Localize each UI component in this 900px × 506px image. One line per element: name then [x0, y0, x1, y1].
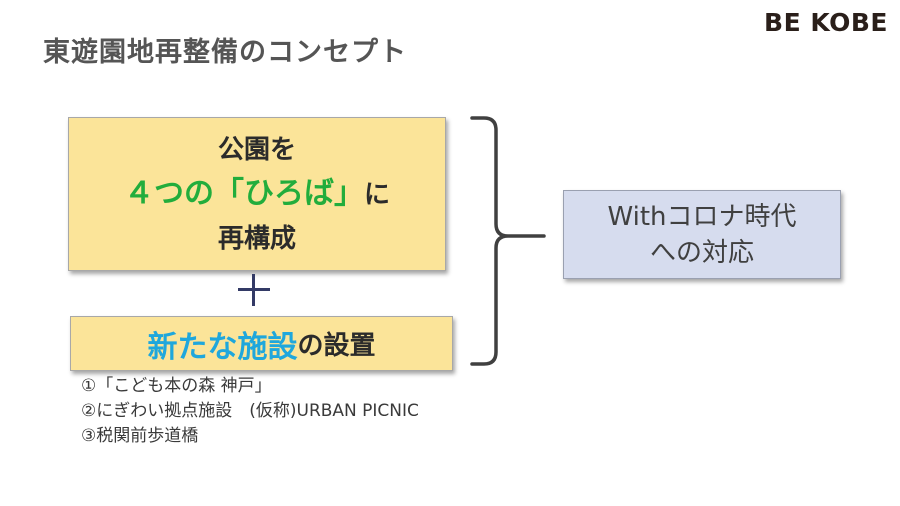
- concept-highlight: ４つの「ひろば」: [123, 175, 364, 211]
- concept-line-3: 再構成: [217, 223, 296, 254]
- concept-line-1: 公園を: [217, 134, 296, 165]
- brand-logo: BE KOBE: [764, 8, 888, 37]
- list-item: ③税関前歩道橋: [81, 426, 199, 446]
- result-line-2: への対応: [649, 237, 754, 268]
- facility-list: ①「こども本の森 神戸」 ②にぎわい拠点施設 (仮称)URBAN PICNIC …: [81, 374, 419, 449]
- concept-line-2: ４つの「ひろば」に: [124, 171, 390, 218]
- list-item: ①「こども本の森 神戸」: [81, 376, 272, 396]
- facility-suffix: の設置: [297, 331, 376, 361]
- concept-box: 公園を ４つの「ひろば」に 再構成: [68, 117, 446, 271]
- facility-highlight: 新たな施設: [147, 329, 298, 365]
- page-title: 東遊園地再整備のコンセプト: [43, 37, 407, 68]
- right-brace-icon: [470, 116, 546, 366]
- result-line-1: Withコロナ時代: [607, 201, 797, 232]
- facility-box: 新たな施設の設置: [70, 316, 453, 371]
- result-box: Withコロナ時代 への対応: [563, 190, 841, 279]
- concept-line-2-suffix: に: [363, 179, 390, 210]
- plus-icon: [234, 270, 274, 310]
- list-item: ②にぎわい拠点施設 (仮称)URBAN PICNIC: [81, 401, 419, 421]
